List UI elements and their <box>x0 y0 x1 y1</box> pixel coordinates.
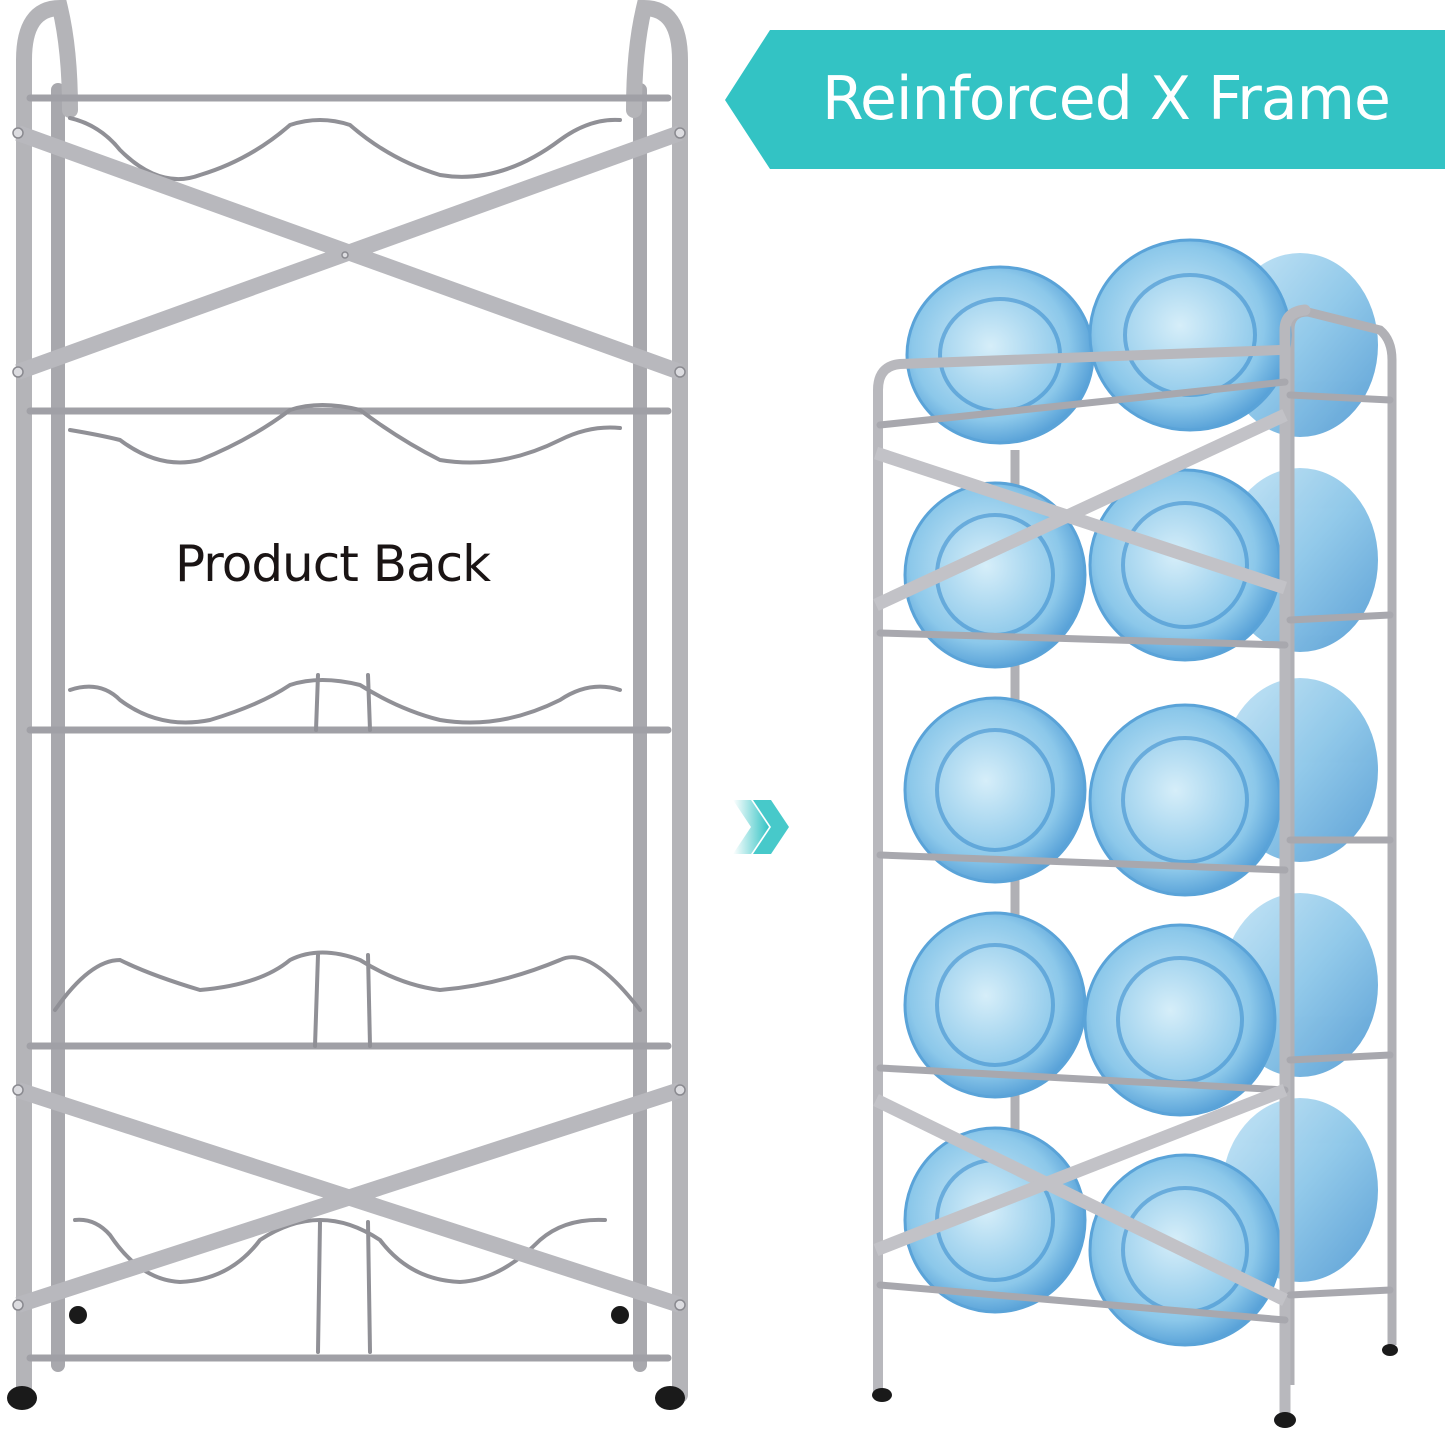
right-rack <box>872 238 1398 1428</box>
banner-arrow-shape <box>725 30 1445 169</box>
double-chevron-right-icon <box>733 800 789 854</box>
water-bottles <box>903 238 1292 1347</box>
feature-banner: Reinforced X Frame <box>725 30 1445 169</box>
product-back-label: Product Back <box>175 535 491 593</box>
left-rack <box>7 0 688 1410</box>
banner-title: Reinforced X Frame <box>822 64 1391 134</box>
